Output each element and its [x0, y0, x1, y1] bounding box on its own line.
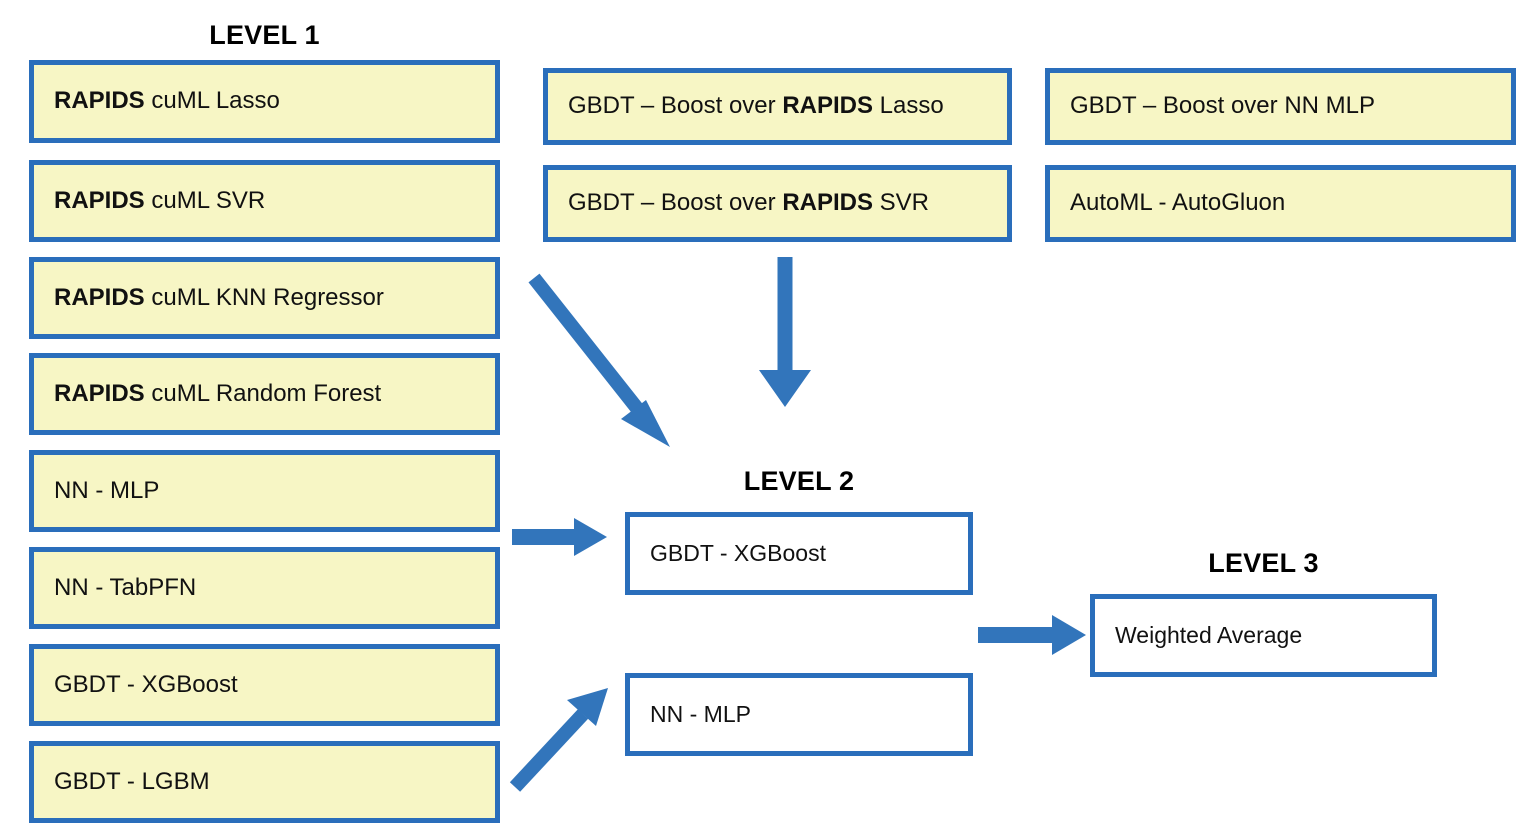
node-label-pre: GBDT – Boost over — [568, 92, 783, 120]
node-label-rest: NN - TabPFN — [54, 573, 197, 601]
node-label-rest: GBDT - XGBoost — [54, 670, 238, 698]
node-label-rest: cuML Random Forest — [144, 379, 382, 407]
arrow-knn-to-level2-xgboost-icon — [528, 273, 670, 447]
node-label-rest: SVR — [873, 189, 930, 217]
node-rapids-cuml-knn-regressor[interactable]: RAPIDS cuML KNN Regressor — [29, 257, 500, 339]
node-label: GBDT - LGBM — [34, 767, 210, 795]
node-level2-gbdt-xgboost[interactable]: GBDT - XGBoost — [625, 512, 973, 595]
node-label-bold: RAPIDS — [54, 87, 145, 115]
node-gbdt-lgbm[interactable]: GBDT - LGBM — [29, 741, 500, 823]
node-label: RAPIDS cuML KNN Regressor — [34, 283, 384, 311]
node-label-pre: AutoML - AutoGluon — [1070, 189, 1286, 217]
node-label-pre: GBDT – Boost over NN MLP — [1070, 92, 1375, 120]
node-gbdt-boost-over-rapids-svr[interactable]: GBDT – Boost over RAPIDS SVR — [543, 165, 1012, 242]
node-label: RAPIDS cuML Lasso — [34, 88, 280, 114]
arrow-boost-svr-to-level2-xgboost-icon — [759, 257, 811, 407]
node-label-rest: cuML SVR — [144, 186, 266, 214]
node-nn-tabpfn[interactable]: NN - TabPFN — [29, 547, 500, 629]
node-label: AutoML - AutoGluon — [1050, 190, 1285, 216]
node-label: NN - MLP — [34, 476, 160, 504]
node-label: NN - TabPFN — [34, 573, 197, 601]
node-label: RAPIDS cuML Random Forest — [34, 379, 382, 407]
node-label-pre: GBDT – Boost over — [568, 189, 783, 217]
node-automl-autogluon[interactable]: AutoML - AutoGluon — [1045, 165, 1516, 242]
node-label-rest: NN - MLP — [54, 476, 160, 504]
node-label: GBDT – Boost over NN MLP — [1050, 93, 1375, 119]
node-gbdt-boost-over-rapids-lasso[interactable]: GBDT – Boost over RAPIDS Lasso — [543, 68, 1012, 145]
node-label-bold: RAPIDS — [54, 186, 145, 214]
node-label-bold: RAPIDS — [782, 189, 873, 217]
arrow-lgbm-to-level2-mlp-icon — [509, 688, 608, 792]
node-label: Weighted Average — [1115, 621, 1303, 648]
node-gbdt-boost-over-nn-mlp[interactable]: GBDT – Boost over NN MLP — [1045, 68, 1516, 145]
node-label-bold: RAPIDS — [54, 283, 145, 311]
node-level2-nn-mlp[interactable]: NN - MLP — [625, 673, 973, 756]
node-rapids-cuml-random-forest[interactable]: RAPIDS cuML Random Forest — [29, 353, 500, 435]
node-label-rest: cuML Lasso — [144, 87, 280, 115]
node-label-rest: GBDT - LGBM — [54, 767, 210, 795]
node-label: GBDT – Boost over RAPIDS SVR — [548, 190, 929, 216]
level-2-heading: LEVEL 2 — [743, 466, 855, 496]
node-label: GBDT – Boost over RAPIDS Lasso — [548, 93, 944, 119]
node-label: RAPIDS cuML SVR — [34, 186, 266, 214]
node-label-bold: RAPIDS — [54, 379, 145, 407]
node-label-rest: Lasso — [873, 92, 944, 120]
node-rapids-cuml-svr[interactable]: RAPIDS cuML SVR — [29, 160, 500, 242]
node-level3-weighted-average[interactable]: Weighted Average — [1090, 594, 1437, 677]
node-nn-mlp-level1[interactable]: NN - MLP — [29, 450, 500, 532]
level-1-heading: LEVEL 1 — [209, 20, 320, 50]
node-gbdt-xgboost-level1[interactable]: GBDT - XGBoost — [29, 644, 500, 726]
node-label: GBDT - XGBoost — [650, 539, 826, 566]
node-label: NN - MLP — [650, 700, 751, 727]
node-label-rest: cuML KNN Regressor — [144, 283, 384, 311]
node-label: GBDT - XGBoost — [34, 670, 238, 698]
node-label-bold: RAPIDS — [782, 92, 873, 120]
arrow-level2-to-level3-icon — [978, 615, 1086, 655]
level-3-heading: LEVEL 3 — [1208, 548, 1319, 578]
arrow-mlp-to-level2-xgboost-icon — [512, 518, 607, 556]
node-rapids-cuml-lasso[interactable]: RAPIDS cuML Lasso — [29, 60, 500, 143]
